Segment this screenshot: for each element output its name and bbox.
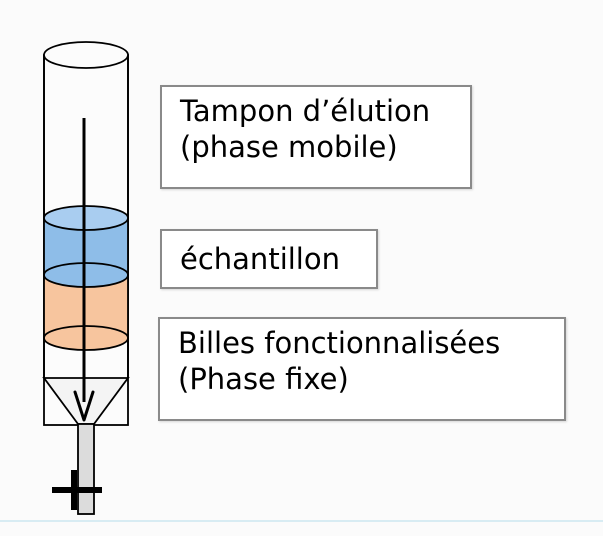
sample-top-surface bbox=[43, 205, 129, 231]
bottom-divider bbox=[0, 520, 603, 522]
beads-layer bbox=[44, 275, 128, 350]
beads-label-line2: (Phase fixe) bbox=[178, 362, 349, 396]
column-top-opening bbox=[43, 41, 129, 69]
arrow-down-icon bbox=[73, 390, 95, 422]
buffer-label-line1: Tampon d’élution bbox=[180, 94, 431, 128]
sample-label: échantillon bbox=[180, 242, 340, 276]
beads-label-box: Billes fonctionnalisées (Phase fixe) bbox=[158, 317, 566, 421]
beads-bottom-surface bbox=[43, 325, 129, 351]
buffer-label-box: Tampon d’élution (phase mobile) bbox=[160, 85, 472, 189]
outlet-tube bbox=[77, 423, 95, 515]
buffer-label-line2: (phase mobile) bbox=[180, 130, 398, 164]
sample-bottom-surface bbox=[43, 262, 129, 288]
beads-label-line1: Billes fonctionnalisées bbox=[178, 326, 501, 360]
sample-layer bbox=[44, 218, 128, 287]
sample-label-box: échantillon bbox=[160, 229, 378, 289]
